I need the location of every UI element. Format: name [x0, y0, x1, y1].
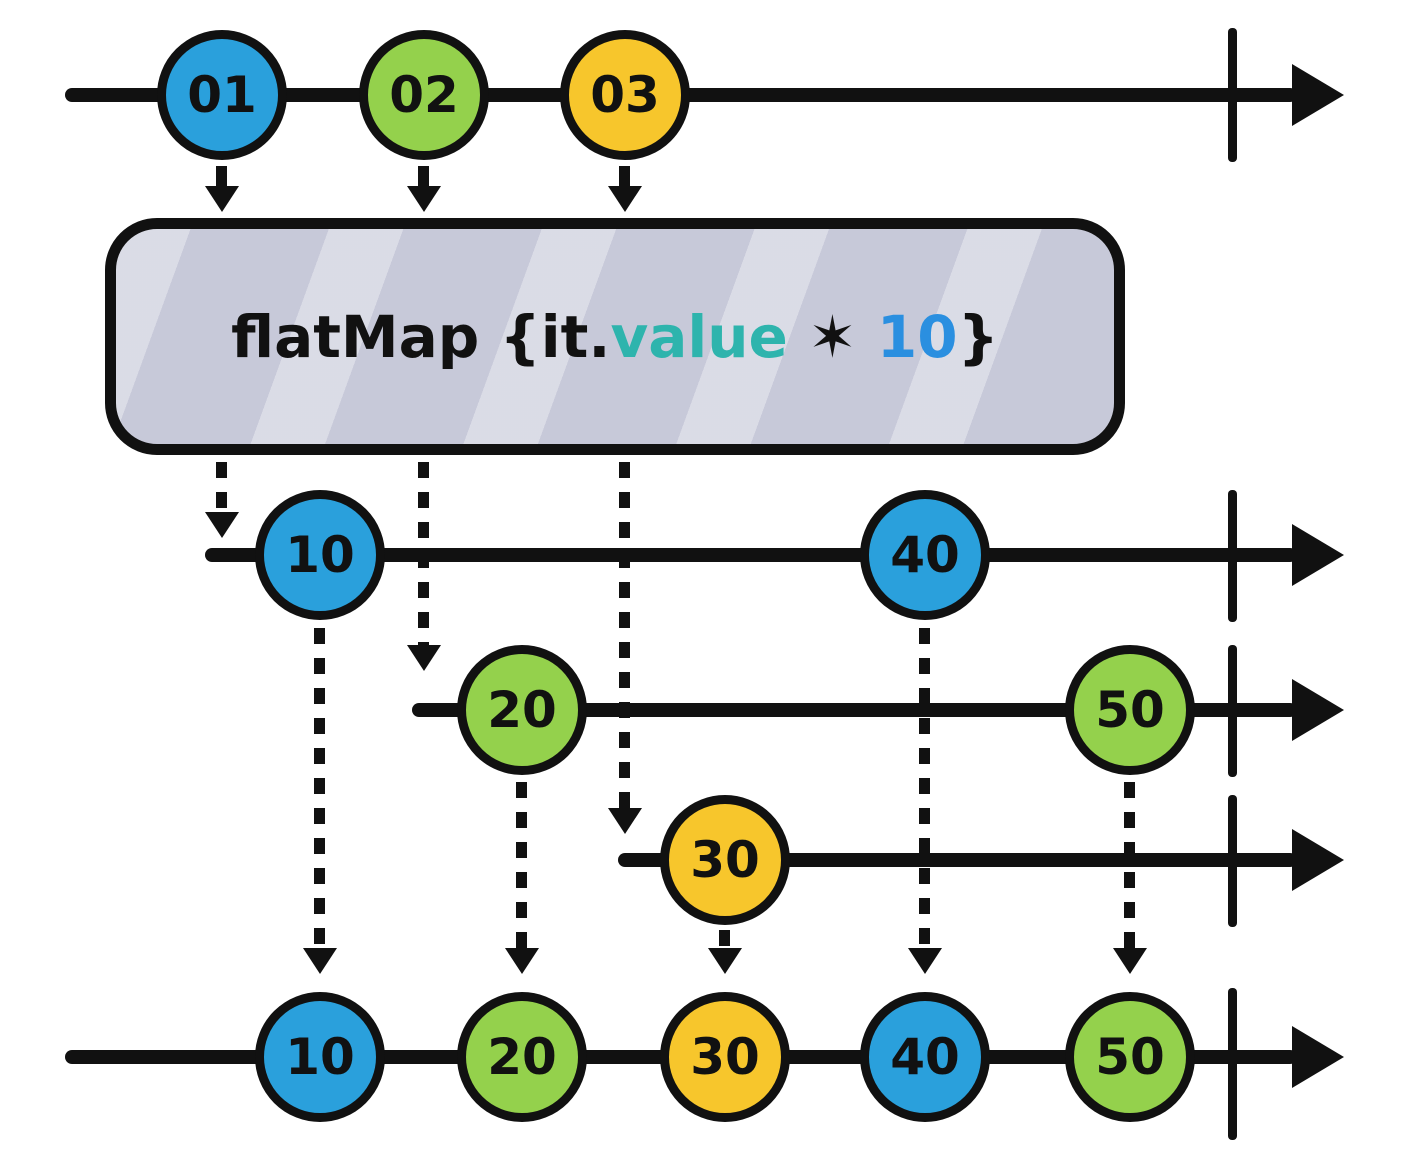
operator-label: flatMap {it.value ✶ 10}: [231, 303, 999, 371]
inner-marble-40: 40: [860, 490, 990, 620]
inner-3-completion-tick: [1228, 795, 1237, 927]
dashed-emission-arrow: [216, 462, 227, 514]
operator-text-star-icon: ✶: [787, 302, 877, 371]
inner-2-completion-tick: [1228, 645, 1237, 777]
dashed-arrowhead-icon: [1113, 948, 1147, 974]
inner-timeline-2-arrow-icon: [1292, 679, 1344, 741]
inner-marble-50: 50: [1065, 645, 1195, 775]
inner-marble-20: 20: [457, 645, 587, 775]
output-timeline-arrow-icon: [1292, 1026, 1344, 1088]
operator-text-multiplier: 10: [876, 302, 958, 371]
down-arrowhead-icon: [608, 186, 642, 212]
down-arrowhead-icon: [407, 186, 441, 212]
inner-marble-30: 30: [660, 795, 790, 925]
dashed-arrowhead-icon: [708, 948, 742, 974]
dashed-arrowhead-icon: [505, 948, 539, 974]
down-arrowhead-icon: [205, 186, 239, 212]
inner-timeline-1: [205, 548, 1297, 562]
marble-label: 40: [890, 1028, 960, 1086]
output-marble-20: 20: [457, 992, 587, 1122]
flatmap-operator-box: flatMap {it.value ✶ 10}: [105, 218, 1125, 455]
source-marble-03: 03: [560, 30, 690, 160]
operator-text-flatmap: flatMap {it.: [231, 302, 611, 371]
source-marble-01: 01: [157, 30, 287, 160]
dashed-emission-arrow: [314, 628, 325, 950]
dashed-emission-arrow: [619, 462, 630, 810]
inner-marble-10: 10: [255, 490, 385, 620]
marble-label: 40: [890, 526, 960, 584]
output-marble-40: 40: [860, 992, 990, 1122]
marble-label: 50: [1095, 1028, 1165, 1086]
dashed-emission-arrow: [919, 628, 930, 950]
output-marble-10: 10: [255, 992, 385, 1122]
marble-label: 02: [389, 66, 459, 124]
dashed-arrowhead-icon: [908, 948, 942, 974]
marble-label: 10: [285, 1028, 355, 1086]
dashed-arrowhead-icon: [303, 948, 337, 974]
inner-timeline-1-arrow-icon: [1292, 524, 1344, 586]
inner-timeline-3-arrow-icon: [1292, 829, 1344, 891]
down-arrow-icon: [619, 166, 630, 188]
marble-label: 30: [690, 1028, 760, 1086]
marble-label: 01: [187, 66, 257, 124]
output-marble-30: 30: [660, 992, 790, 1122]
output-completion-tick: [1228, 988, 1237, 1140]
source-timeline-arrow-icon: [1292, 64, 1344, 126]
source-marble-02: 02: [359, 30, 489, 160]
dashed-arrowhead-icon: [608, 808, 642, 834]
source-completion-tick: [1228, 28, 1237, 162]
dashed-emission-arrow: [516, 782, 527, 950]
output-marble-50: 50: [1065, 992, 1195, 1122]
marble-label: 03: [590, 66, 660, 124]
down-arrow-icon: [418, 166, 429, 188]
marble-label: 20: [487, 1028, 557, 1086]
dashed-arrowhead-icon: [407, 645, 441, 671]
inner-1-completion-tick: [1228, 490, 1237, 622]
down-arrow-icon: [216, 166, 227, 188]
marble-label: 50: [1095, 681, 1165, 739]
dashed-emission-arrow: [719, 930, 730, 950]
dashed-arrowhead-icon: [205, 512, 239, 538]
marble-label: 30: [690, 831, 760, 889]
operator-text-close-brace: }: [957, 302, 999, 371]
marble-label: 20: [487, 681, 557, 739]
marble-label: 10: [285, 526, 355, 584]
operator-text-value: value: [610, 302, 788, 371]
